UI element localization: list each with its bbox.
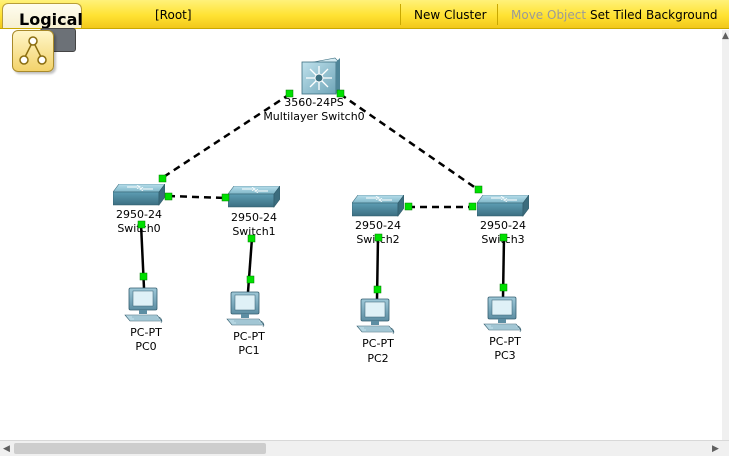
pc2-name-label: PC2: [367, 352, 388, 365]
logical-view-icon[interactable]: [12, 30, 54, 72]
pc3[interactable]: PC-PT PC3: [483, 296, 522, 362]
link-switch1-pc1[interactable]: [246, 237, 254, 293]
pc2[interactable]: PC-PT PC2: [356, 298, 395, 365]
switch0[interactable]: 2950-24 Switch0: [113, 184, 165, 235]
link-status-lights: [137, 89, 508, 294]
pc3-name-label: PC3: [494, 349, 515, 362]
link-light: [285, 89, 294, 98]
pc0[interactable]: PC-PT PC0: [124, 287, 163, 353]
switch-icon: [477, 195, 529, 217]
scroll-right-icon[interactable]: ▶: [712, 444, 719, 454]
link-light: [164, 192, 173, 201]
link-light: [247, 234, 256, 243]
mls-model-label: 3560-24PS: [284, 96, 344, 109]
switch1[interactable]: 2950-24 Switch1: [228, 186, 280, 238]
switch0-name-label: Switch0: [117, 222, 160, 235]
switch-icon: [352, 195, 404, 217]
network-links: [139, 92, 506, 301]
toolbar-divider: [400, 4, 401, 25]
scroll-left-icon[interactable]: ◀: [3, 444, 10, 454]
switch-icon: [228, 186, 280, 208]
mls-name-label: Multilayer Switch0: [263, 110, 364, 123]
logical-tab-label: Logical: [19, 10, 83, 29]
link-light: [137, 220, 146, 229]
pc1-name-label: PC1: [238, 344, 259, 357]
switch0-model-label: 2950-24: [116, 208, 162, 221]
pc0-name-label: PC0: [135, 340, 156, 353]
pc2-model-label: PC-PT: [362, 337, 394, 350]
pc1[interactable]: PC-PT PC1: [226, 291, 265, 357]
link-light: [158, 174, 167, 183]
link-light: [373, 285, 382, 294]
link-mls-switch3[interactable]: [339, 92, 481, 193]
link-light: [468, 202, 477, 211]
scroll-up-icon[interactable]: ▲: [722, 31, 729, 41]
link-light: [404, 202, 413, 211]
horizontal-scrollbar[interactable]: ◀ ▶: [0, 440, 729, 456]
pc3-model-label: PC-PT: [489, 335, 521, 348]
switch-icon: [113, 184, 165, 206]
toolbar-divider: [497, 4, 498, 25]
link-light: [474, 185, 483, 194]
link-light: [139, 272, 148, 281]
multilayer-switch0[interactable]: 3560-24PS Multilayer Switch0: [263, 57, 365, 123]
link-switch0-switch1[interactable]: [167, 194, 227, 200]
switch2-model-label: 2950-24: [355, 219, 401, 232]
move-object-button[interactable]: Move Object: [511, 8, 587, 22]
pc-icon: [226, 291, 265, 328]
pc1-model-label: PC-PT: [233, 330, 265, 343]
topology-canvas[interactable]: 3560-24PS Multilayer Switch0 2950-24 Swi…: [0, 30, 722, 440]
vertical-scrollbar[interactable]: ▲: [722, 30, 729, 440]
new-cluster-button[interactable]: New Cluster: [414, 8, 487, 22]
link-light: [336, 89, 345, 98]
link-light: [246, 275, 255, 284]
horizontal-scroll-thumb[interactable]: [14, 443, 266, 454]
link-light: [499, 283, 508, 292]
link-light: [499, 233, 508, 242]
logical-tab[interactable]: Logical: [2, 3, 83, 29]
switch3-model-label: 2950-24: [480, 219, 526, 232]
switch1-model-label: 2950-24: [231, 211, 277, 224]
pc-icon: [356, 298, 395, 335]
pc-icon: [483, 296, 522, 333]
link-light: [374, 233, 383, 242]
pc0-model-label: PC-PT: [130, 326, 162, 339]
root-button[interactable]: [Root]: [155, 8, 192, 22]
pc-icon: [124, 287, 163, 324]
switch1-name-label: Switch1: [232, 225, 275, 238]
workspace-toolbar: Logical [Root] New Cluster Move Object S…: [0, 0, 729, 29]
link-light: [221, 193, 230, 202]
link-mls-switch0[interactable]: [161, 92, 291, 180]
set-tiled-background-button[interactable]: Set Tiled Background: [590, 8, 718, 22]
